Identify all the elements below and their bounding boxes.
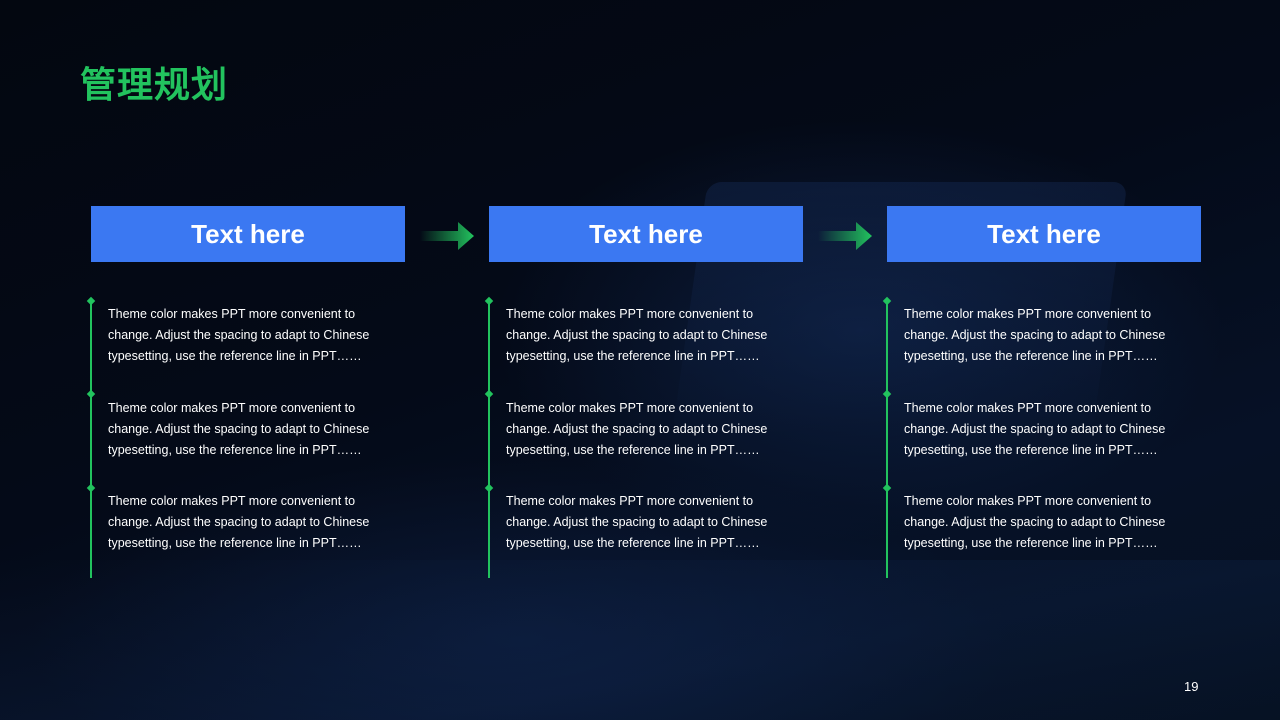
page-number: 19	[1184, 679, 1199, 694]
timeline-line	[488, 300, 490, 578]
background-decoration-lower	[0, 560, 1280, 720]
column-3: Text here Theme color makes PPT more con…	[882, 206, 1201, 578]
column-list: Theme color makes PPT more convenient to…	[882, 296, 1201, 578]
list-item: Theme color makes PPT more convenient to…	[506, 307, 768, 363]
column-header-label: Text here	[191, 218, 305, 249]
column-2: Text here Theme color makes PPT more con…	[484, 206, 803, 578]
list-item: Theme color makes PPT more convenient to…	[108, 494, 370, 550]
column-header-label: Text here	[589, 218, 703, 249]
column-1: Text here Theme color makes PPT more con…	[86, 206, 405, 578]
list-item: Theme color makes PPT more convenient to…	[506, 494, 768, 550]
arrow-right-icon	[818, 222, 872, 250]
arrow-right-icon	[420, 222, 474, 250]
column-header: Text here	[489, 206, 803, 262]
column-header: Text here	[887, 206, 1201, 262]
list-item: Theme color makes PPT more convenient to…	[108, 401, 370, 457]
column-list: Theme color makes PPT more convenient to…	[484, 296, 803, 578]
column-header: Text here	[91, 206, 405, 262]
timeline-line	[90, 300, 92, 578]
list-item: Theme color makes PPT more convenient to…	[506, 401, 768, 457]
list-item: Theme color makes PPT more convenient to…	[904, 401, 1166, 457]
list-item: Theme color makes PPT more convenient to…	[904, 494, 1166, 550]
list-item: Theme color makes PPT more convenient to…	[904, 307, 1166, 363]
column-list: Theme color makes PPT more convenient to…	[86, 296, 405, 578]
list-item: Theme color makes PPT more convenient to…	[108, 307, 370, 363]
timeline-line	[886, 300, 888, 578]
column-header-label: Text here	[987, 218, 1101, 249]
slide-title: 管理规划	[80, 65, 229, 106]
